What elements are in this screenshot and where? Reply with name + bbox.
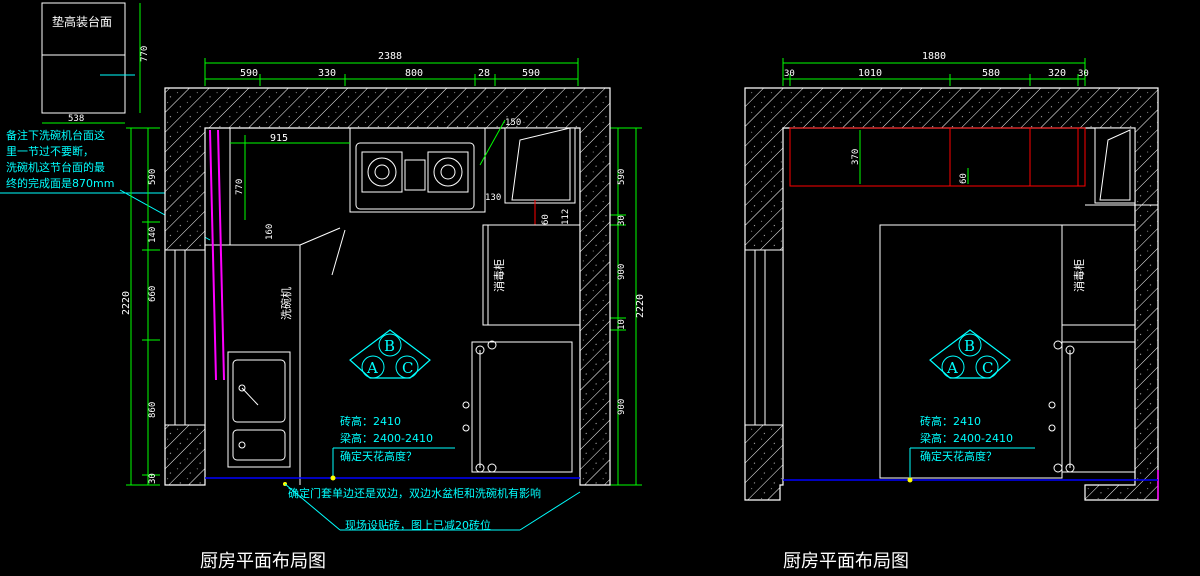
ceiling-question: 确定天花高度？ bbox=[340, 449, 417, 463]
dim-top-seg-3: 800 bbox=[405, 68, 423, 79]
bottom-notes: 确定门套单边还是双边，双边水盆柜和洗碗机有影响 现场设贴砖，图上已减20砖位 bbox=[284, 483, 581, 532]
note-line-1: 备注下洗碗机台面这 bbox=[6, 128, 105, 142]
dishwasher-label: 洗碗机 bbox=[279, 287, 293, 320]
dim-raised-width: 538 bbox=[68, 114, 84, 124]
tile-note: 现场设贴砖，图上已减20砖位 bbox=[345, 518, 491, 532]
dim-raised-height: 770 bbox=[140, 46, 150, 62]
marker-dot bbox=[330, 475, 336, 481]
dim-left-seg-1: 590 bbox=[148, 169, 158, 185]
r-range-hood bbox=[1085, 127, 1158, 206]
r-dim-370: 370 bbox=[851, 149, 861, 165]
height-notes: 砖高：2410 梁高：2400-2410 确定天花高度？ bbox=[332, 414, 455, 478]
dim-top-seg-4: 28 bbox=[478, 68, 490, 79]
raised-counter-detail: 垫高装台面 770 538 bbox=[41, 2, 150, 124]
dim-left-total: 2220 bbox=[121, 291, 132, 315]
right-plan: 1880 30 1010 580 320 30 370 60 bbox=[744, 51, 1159, 572]
dim-left-seg-4: 860 bbox=[148, 402, 158, 418]
r-circle-label-a: A bbox=[946, 359, 958, 377]
drain-pipe bbox=[209, 129, 225, 381]
dim-left-seg-2: 140 bbox=[148, 227, 158, 243]
r-view-direction-symbol: B A C bbox=[929, 329, 1011, 379]
raised-counter-label: 垫高装台面 bbox=[52, 14, 112, 29]
sterilizer-cabinet: 消毒柜 bbox=[482, 224, 581, 326]
dim-112: 112 bbox=[561, 209, 571, 225]
r-circle-label-b: B bbox=[964, 337, 975, 355]
dim-right-seg-4: 10 bbox=[617, 319, 627, 330]
r-base-cabinet bbox=[1048, 340, 1136, 473]
r-dim-top-seg-2: 1010 bbox=[858, 68, 882, 79]
dim-right-seg-2: 30 bbox=[617, 215, 627, 226]
range-hood bbox=[504, 127, 576, 204]
note-line-3: 洗碗机这节台面的最 bbox=[6, 160, 105, 174]
dim-left-seg-5: 30 bbox=[148, 473, 158, 484]
dim-150: 150 bbox=[505, 118, 521, 128]
hood-dimensions: 150 130 60 112 bbox=[479, 118, 571, 225]
dim-top-seg-1: 590 bbox=[240, 68, 258, 79]
circle-label-a: A bbox=[366, 359, 378, 377]
right-title: 厨房平面布局图 bbox=[783, 551, 909, 572]
r-dim-top-total: 1880 bbox=[922, 51, 946, 62]
r-dim-top-seg-3: 580 bbox=[982, 68, 1000, 79]
brick-height: 砖高：2410 bbox=[340, 414, 401, 428]
dim-right-seg-1: 590 bbox=[617, 169, 627, 185]
dim-left-seg-3: 660 bbox=[148, 286, 158, 302]
upper-cabinets: 370 60 bbox=[789, 127, 1086, 187]
r-beam-height: 梁高：2400-2410 bbox=[920, 431, 1013, 445]
left-side-dimensions: 2220 590 140 660 860 30 bbox=[121, 127, 160, 486]
right-top-dimensions: 1880 30 1010 580 320 30 bbox=[782, 51, 1089, 86]
dim-160: 160 bbox=[265, 224, 275, 240]
left-title: 厨房平面布局图 bbox=[200, 551, 326, 572]
r-sterilizer-cabinet: 消毒柜 bbox=[1061, 224, 1136, 326]
door-note: 确定门套单边还是双边，双边水盆柜和洗碗机有影响 bbox=[288, 486, 541, 500]
dim-right-seg-5: 900 bbox=[617, 399, 627, 415]
dim-top-total: 2388 bbox=[378, 51, 402, 62]
r-dim-top-seg-4: 320 bbox=[1048, 68, 1066, 79]
note-line-2: 里一节过不要断， bbox=[6, 144, 94, 158]
dim-top-seg-5: 590 bbox=[522, 68, 540, 79]
r-circle-label-c: C bbox=[982, 359, 993, 377]
r-dim-top-seg-1: 30 bbox=[784, 69, 795, 79]
dim-right-seg-3: 900 bbox=[617, 264, 627, 280]
r-height-notes: 砖高：2410 梁高：2400-2410 确定天花高度？ bbox=[909, 414, 1035, 478]
base-cabinet bbox=[462, 340, 581, 485]
circle-label-b: B bbox=[384, 337, 395, 355]
dim-130: 130 bbox=[485, 193, 501, 203]
r-sterilizer-label: 消毒柜 bbox=[1072, 259, 1086, 292]
dim-60: 60 bbox=[541, 214, 551, 225]
right-walls bbox=[744, 87, 1159, 501]
floor-area-outline bbox=[879, 224, 1063, 479]
r-ceiling-question: 确定天花高度？ bbox=[920, 449, 997, 463]
sterilizer-label: 消毒柜 bbox=[492, 259, 506, 292]
note-line-4: 终的完成面是870mm bbox=[6, 176, 114, 190]
view-direction-symbol: B A C bbox=[349, 329, 431, 379]
r-dim-top-seg-5: 30 bbox=[1078, 69, 1089, 79]
dim-915: 915 bbox=[270, 133, 288, 144]
marker-dot bbox=[907, 477, 913, 483]
beam-height: 梁高：2400-2410 bbox=[340, 431, 433, 445]
circle-label-c: C bbox=[402, 359, 413, 377]
dim-top-seg-2: 330 bbox=[318, 68, 336, 79]
r-dim-60: 60 bbox=[959, 173, 969, 184]
dim-right-total: 2220 bbox=[635, 294, 646, 318]
stove bbox=[355, 142, 475, 210]
dim-770: 770 bbox=[235, 179, 245, 195]
left-counters: 915 770 160 洗碗机 bbox=[205, 127, 500, 485]
left-top-dimensions: 2388 590 330 800 28 590 bbox=[204, 51, 579, 86]
r-brick-height: 砖高：2410 bbox=[920, 414, 981, 428]
right-side-dimensions: 2220 590 30 900 10 900 bbox=[610, 127, 646, 486]
left-plan: 垫高装台面 770 538 备注下洗碗机台面这 里一节过不要断， 洗碗机这节台面… bbox=[0, 2, 646, 572]
